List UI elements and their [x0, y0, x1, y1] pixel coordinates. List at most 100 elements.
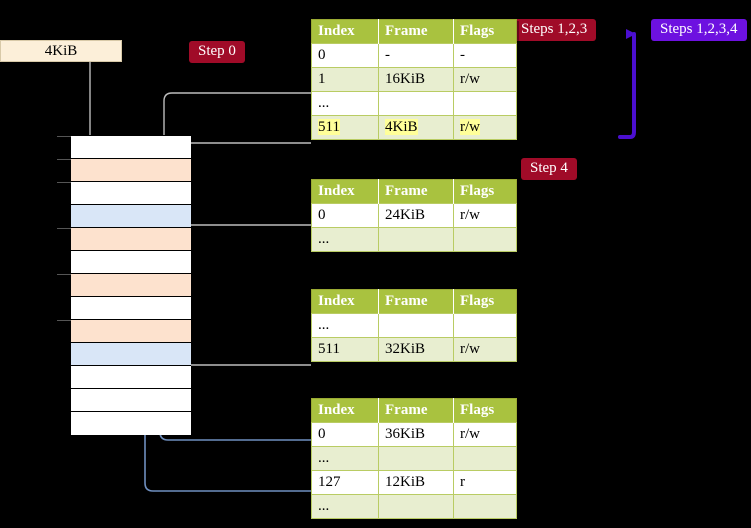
column-header-frame: Frame — [378, 19, 454, 44]
cell-text: 127 — [318, 474, 341, 490]
cell-text: r/w — [460, 71, 480, 87]
memory-tick-mark — [57, 274, 71, 275]
table-cell: ... — [311, 494, 379, 519]
memory-frame-row — [57, 228, 191, 251]
table-cell — [453, 227, 517, 252]
table-cell: - — [378, 43, 454, 68]
table-cell: 0 — [311, 422, 379, 447]
table-cell: 4KiB — [378, 115, 454, 140]
table-cell: 1 — [311, 67, 379, 92]
table-cell: 127 — [311, 470, 379, 495]
column-header-index: Index — [311, 19, 379, 44]
table-cell: - — [453, 43, 517, 68]
memory-frame-row — [57, 274, 191, 297]
column-header-index: Index — [311, 289, 379, 314]
cell-text: r/w — [460, 207, 480, 223]
cell-text: 1 — [318, 71, 326, 87]
column-header-index: Index — [311, 398, 379, 423]
memory-frame-row — [71, 251, 191, 274]
memory-frame-row — [71, 366, 191, 389]
table-cell — [378, 227, 454, 252]
table-cell: ... — [311, 91, 379, 116]
table-cell — [453, 446, 517, 471]
connector-table1-row511 — [174, 142, 311, 157]
memory-frame-row — [57, 320, 191, 343]
table-cell: ... — [311, 446, 379, 471]
memory-frame-row — [71, 412, 191, 435]
table-row: 0 24KiB r/w — [311, 203, 517, 228]
table-cell: 16KiB — [378, 67, 454, 92]
connector-table3-row511 — [168, 306, 311, 366]
table-cell: r/w — [453, 422, 517, 447]
table-row: ... — [311, 91, 517, 116]
cell-text: 511 — [318, 341, 340, 357]
table-cell — [378, 313, 454, 338]
cell-text: ... — [318, 95, 330, 111]
table-row: ... — [311, 227, 517, 252]
column-header-flags: Flags — [453, 179, 517, 204]
cell-text: r/w — [460, 341, 480, 357]
table-row: 1 16KiB r/w — [311, 67, 517, 92]
memory-frame-row — [57, 136, 191, 159]
table-cell: r/w — [453, 115, 517, 140]
table-row: 0 - - — [311, 43, 517, 68]
column-header-flags: Flags — [453, 19, 517, 44]
cell-text: 511 — [318, 119, 340, 135]
table-row: ... — [311, 494, 517, 519]
memory-tick-mark — [57, 159, 71, 160]
table-cell: 12KiB — [378, 470, 454, 495]
table-row: ... — [311, 313, 517, 338]
cell-text: r — [460, 474, 465, 490]
cell-text: ... — [318, 450, 330, 466]
column-header-frame: Frame — [378, 289, 454, 314]
table-cell: r/w — [453, 337, 517, 362]
table-cell: r/w — [453, 203, 517, 228]
cell-text: 32KiB — [385, 341, 426, 357]
table-cell: 0 — [311, 203, 379, 228]
table-cell — [453, 313, 517, 338]
cell-text: - — [385, 47, 390, 63]
cell-text: 36KiB — [385, 426, 426, 442]
cell-text: 24KiB — [385, 207, 426, 223]
table-cell: 511 — [311, 115, 379, 140]
memory-column — [57, 135, 191, 435]
cell-text: r/w — [460, 426, 480, 442]
table-row: 511 4KiB r/w — [311, 115, 517, 140]
column-header-index: Index — [311, 179, 379, 204]
table-cell — [378, 494, 454, 519]
column-header-frame: Frame — [378, 398, 454, 423]
memory-frame-row — [71, 297, 191, 320]
cell-text: r/w — [460, 119, 480, 135]
memory-frame-row — [71, 343, 191, 366]
table-cell: 32KiB — [378, 337, 454, 362]
memory-frame-row — [57, 159, 191, 182]
cell-text: 0 — [318, 426, 326, 442]
table-cell: ... — [311, 313, 379, 338]
cell-text: ... — [318, 231, 330, 247]
table-row: 127 12KiB r — [311, 470, 517, 495]
table-cell — [378, 91, 454, 116]
table-cell: ... — [311, 227, 379, 252]
purple-bracket — [618, 29, 636, 139]
column-header-flags: Flags — [453, 289, 517, 314]
table-row: 511 32KiB r/w — [311, 337, 517, 362]
cell-text: 0 — [318, 47, 326, 63]
table-cell: r/w — [453, 67, 517, 92]
memory-tick-mark — [57, 320, 71, 321]
cell-text: ... — [318, 317, 330, 333]
table-cell: 511 — [311, 337, 379, 362]
cell-text: 4KiB — [385, 119, 418, 135]
memory-frame-row — [57, 182, 191, 205]
cell-text: - — [460, 47, 465, 63]
column-header-frame: Frame — [378, 179, 454, 204]
cell-text: 12KiB — [385, 474, 426, 490]
memory-frame-row — [71, 205, 191, 228]
memory-tick-mark — [57, 228, 71, 229]
